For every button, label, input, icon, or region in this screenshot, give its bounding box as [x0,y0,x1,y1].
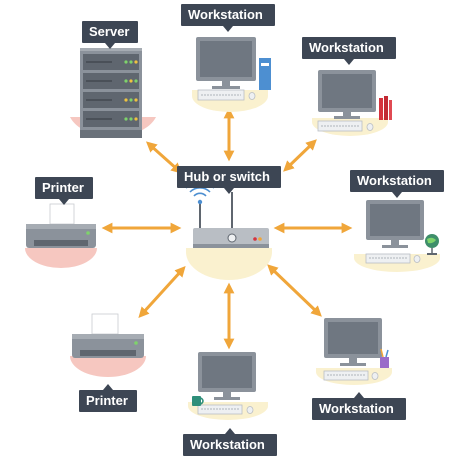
binder-icon [259,58,271,90]
printer-bottom-left-pedestal [70,356,146,377]
workstation-top-right-node [312,70,392,136]
printer-icon [72,313,144,358]
server-icon [80,48,142,138]
label-workstation-bottom-right: Workstation [312,392,406,420]
workstation-icon [317,70,376,132]
label-workstation-top-right: Workstation [302,37,396,65]
hub-node [185,181,272,280]
label-printer-bottom-left: Printer [79,384,137,412]
label-workstation-bottom: Workstation [183,428,277,456]
pen-cup-icon [380,348,389,368]
connectors [101,107,353,350]
server-node [70,48,156,138]
workstation-top-node [192,37,271,112]
workstation-bottom-right-node [316,318,392,385]
printer-left-pedestal [25,248,97,268]
label-hub: Hub or switch [177,166,281,194]
workstation-bottom-node [188,352,268,420]
globe-icon [425,234,439,255]
workstation-icon [323,318,382,381]
mug-icon [192,396,204,406]
workstation-icon [197,352,256,415]
printer-left-node [25,203,97,268]
workstation-icon [365,200,424,264]
printer-icon [26,203,96,248]
arrow-hub-workstation-top-right [283,139,317,172]
hub-switch-icon [193,192,269,248]
label-printer-left: Printer [35,177,93,205]
label-server: Server [82,21,138,49]
label-workstation-right: Workstation [350,170,444,198]
arrow-hub-printer-bottom-left [138,266,186,318]
arrow-hub-server [145,141,183,174]
hub-pedestal [186,248,272,280]
workstation-right-node [354,200,440,272]
printer-bottom-left-node [70,313,146,377]
workstation-icon [196,37,256,101]
label-workstation-top: Workstation [181,4,275,32]
arrow-hub-workstation-bottom-right [267,264,322,317]
books-icon [379,96,392,120]
